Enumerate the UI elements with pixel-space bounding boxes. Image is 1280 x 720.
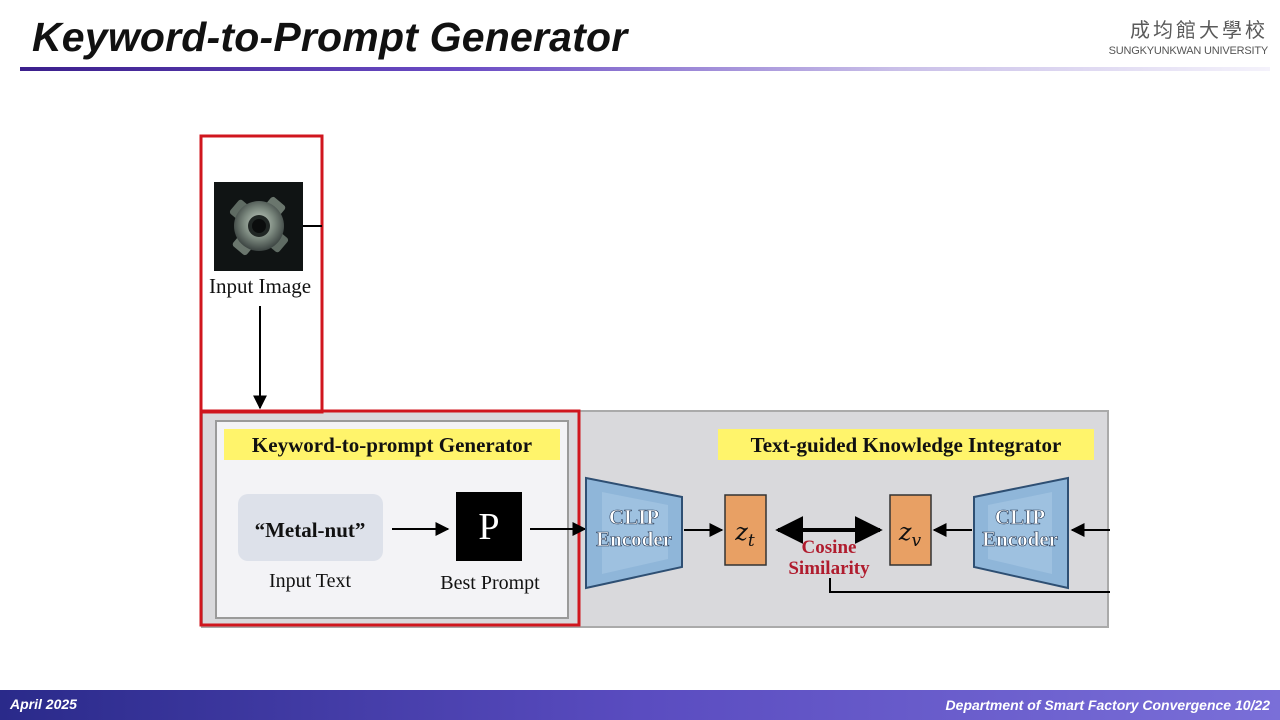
clip-encoder-text-line2: Encoder	[596, 527, 672, 551]
clip-encoder-image	[973, 476, 1069, 590]
integrator-title-highlight	[718, 429, 1094, 460]
input-text-value: “Metal-nut”	[255, 518, 366, 542]
best-prompt-box	[456, 492, 522, 561]
input-text-box	[238, 494, 383, 561]
prompt-symbol: P	[478, 506, 499, 548]
generator-title-highlight	[224, 429, 560, 460]
input-image-label: Input Image	[209, 274, 311, 298]
input-image	[214, 182, 303, 271]
university-logo: 成均館大學校 SUNGKYUNKWAN UNIVERSITY	[1108, 14, 1269, 57]
similarity-output-line	[829, 578, 1110, 593]
footer-date: April 2025	[10, 696, 77, 712]
zt-symbol: zt	[734, 518, 755, 551]
logo-cjk-text: 成均館大學校	[1130, 18, 1268, 42]
input-text-label: Input Text	[269, 570, 352, 592]
logo-english-text: SUNGKYUNKWAN UNIVERSITY	[1108, 45, 1269, 57]
zt-letter: z	[734, 518, 748, 546]
title-underline	[20, 67, 1270, 71]
clip-encoder-image-line2: Encoder	[982, 527, 1058, 551]
zv-box	[889, 494, 932, 566]
highlight-generator-panel	[199, 409, 581, 627]
generator-title: Keyword-to-prompt Generator	[252, 433, 532, 457]
zt-box	[724, 494, 767, 566]
clip-encoder-text	[585, 476, 683, 590]
zt-subscript: t	[748, 531, 755, 551]
slide-title: Keyword-to-Prompt Generator	[32, 14, 628, 60]
cosine-label-line2: Similarity	[788, 558, 870, 579]
clip-encoder-text-line1: CLIP	[609, 505, 659, 529]
zv-symbol: zv	[898, 518, 922, 551]
zv-letter: z	[898, 518, 912, 546]
clip-encoder-image-line1: CLIP	[995, 505, 1045, 529]
footer-bar: April 2025 Department of Smart Factory C…	[0, 690, 1280, 720]
cosine-label-line1: Cosine	[802, 537, 857, 558]
footer-department-page: Department of Smart Factory Convergence …	[945, 697, 1270, 713]
architecture-diagram: Input Image Keyword-to-prompt Generator …	[199, 134, 1110, 628]
integrator-title: Text-guided Knowledge Integrator	[751, 433, 1062, 457]
best-prompt-label: Best Prompt	[440, 572, 540, 594]
zv-subscript: v	[912, 531, 922, 551]
